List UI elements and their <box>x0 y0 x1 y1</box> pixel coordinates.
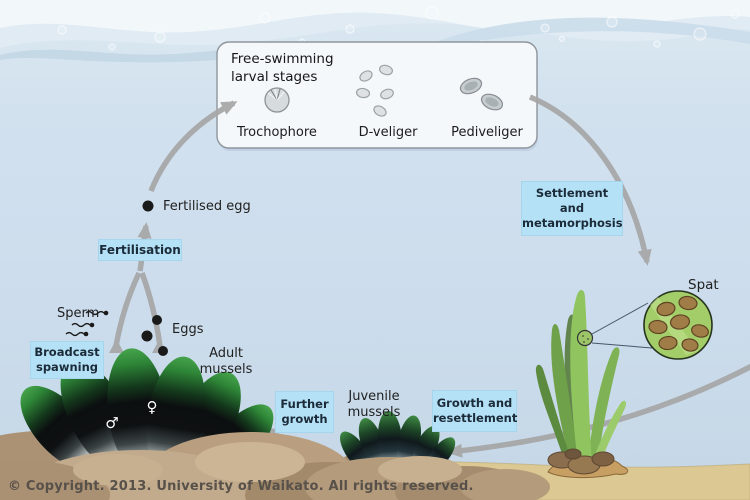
eggs-label: Eggs <box>172 322 204 337</box>
further-growth-label: Further growth <box>275 391 334 433</box>
juvenile-mussels-label: Juvenile mussels <box>347 389 401 421</box>
egg-dots <box>141 315 168 356</box>
sperm-label: Sperm <box>57 306 100 321</box>
arrow-spat-to-juveniles <box>446 363 750 458</box>
arrow-larvae-to-spat <box>528 94 652 266</box>
seaweed <box>535 289 629 479</box>
spat-source-circle <box>576 329 594 347</box>
female-symbol: ♀ <box>147 398 158 416</box>
juvenile-front-rocks <box>305 456 550 500</box>
male-symbol: ♂ <box>105 414 118 432</box>
spat-magnifier <box>576 290 713 360</box>
cycle-arrows <box>109 94 750 462</box>
front-rocks <box>0 432 415 500</box>
spat-label: Spat <box>688 277 719 293</box>
stage-label-trochophore: Trochophore <box>237 125 317 140</box>
fertilisation-label: Fertilisation <box>98 239 182 261</box>
water-surface-waves <box>0 0 750 63</box>
trochophore-larva-icon <box>264 87 290 113</box>
larval-stages-box <box>216 41 538 151</box>
arrow-spawning-right <box>139 272 163 347</box>
fertilised-egg-dot <box>142 200 154 212</box>
fertilised-egg-label: Fertilised egg <box>163 199 251 214</box>
broadcast-spawning-label: Broadcast spawning <box>30 341 104 379</box>
stage-label-d-veliger: D-veliger <box>358 125 418 140</box>
settlement-metamorphosis-label: Settlement and metamorphosis <box>521 181 623 236</box>
d-veliger-larvae-icon <box>355 64 394 117</box>
growth-resettlement-label: Growth and resettlement <box>432 390 517 432</box>
copyright-text: © Copyright. 2013. University of Waikato… <box>8 479 474 494</box>
larval-box-title: Free-swimming larval stages <box>231 51 334 86</box>
spat-individuals <box>648 295 709 352</box>
stage-label-pediveliger: Pediveliger <box>451 125 523 140</box>
adult-mussels-label: Adult mussels <box>199 346 253 378</box>
arrow-egg-to-larvae <box>148 100 238 193</box>
arrow-spawning-left <box>113 271 142 347</box>
pediveliger-larvae-icon <box>459 77 504 111</box>
